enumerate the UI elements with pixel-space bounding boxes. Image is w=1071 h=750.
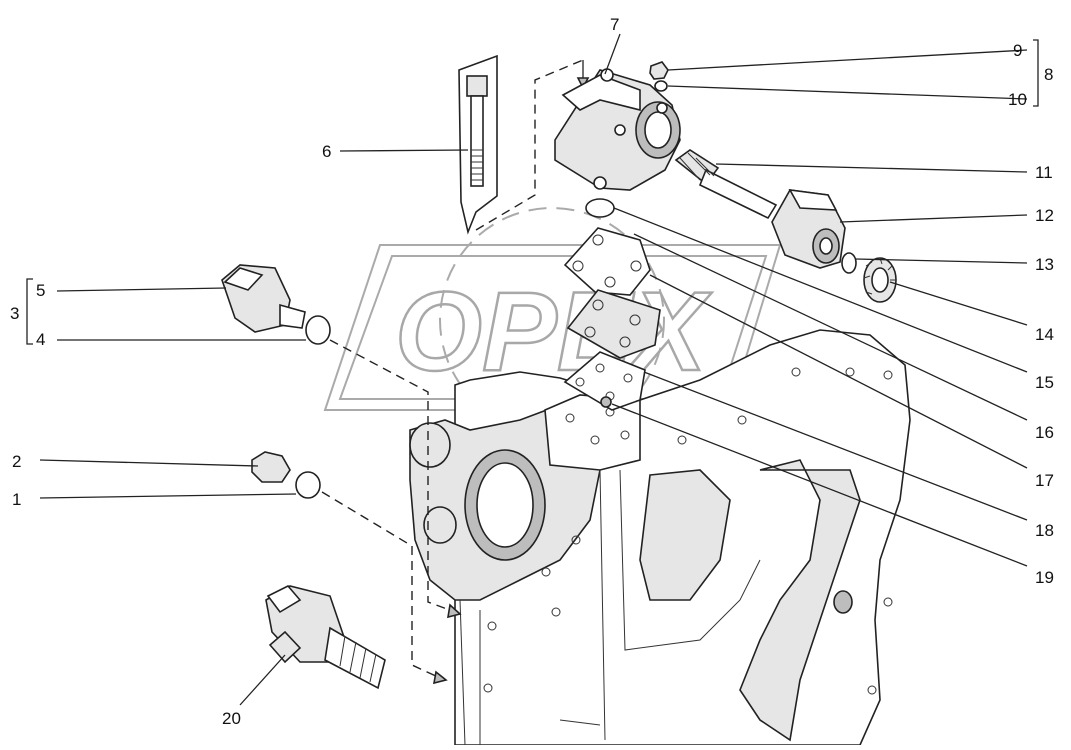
watermark-logo: OPEX — [323, 207, 782, 433]
watermark-text: OPEX — [395, 269, 713, 394]
callout-labels: 1 2 3 4 5 6 7 8 9 10 11 12 13 14 15 16 1… — [10, 15, 1054, 728]
callout-5: 5 — [36, 281, 45, 300]
part-20-solenoid-valve — [265, 585, 386, 690]
callout-10: 10 — [1008, 90, 1027, 109]
callout-17: 17 — [1035, 471, 1054, 490]
part-12-elbow — [771, 188, 846, 269]
part-10-seal-ring — [654, 80, 668, 92]
part-5-sensor — [221, 264, 306, 333]
callout-13: 13 — [1035, 255, 1054, 274]
part-4-dashed-path — [329, 339, 456, 613]
callout-9: 9 — [1013, 41, 1022, 60]
part-13-seal-ring — [841, 252, 857, 274]
transmission-housing — [409, 329, 911, 746]
part-16-gasket — [563, 227, 651, 296]
part-6-bolt — [458, 54, 498, 235]
part-1-dashed-path — [321, 491, 441, 679]
callout-19: 19 — [1035, 568, 1054, 587]
callout-2: 2 — [12, 452, 21, 471]
callout-4: 4 — [36, 330, 45, 349]
part-15-o-ring — [585, 198, 615, 218]
callout-12: 12 — [1035, 206, 1054, 225]
part-4-seal-ring — [305, 315, 331, 345]
part-6-dashed-path — [475, 59, 584, 231]
part-2-plug — [251, 451, 291, 483]
callout-3: 3 — [10, 304, 19, 323]
callout-7: 7 — [610, 15, 619, 34]
callout-16: 16 — [1035, 423, 1054, 442]
callout-18: 18 — [1035, 521, 1054, 540]
part-14-gear — [863, 257, 897, 303]
callout-14: 14 — [1035, 325, 1054, 344]
callout-20: 20 — [222, 709, 241, 728]
leader-lines — [26, 33, 1039, 706]
callout-15: 15 — [1035, 373, 1054, 392]
part-11-fitting — [674, 149, 778, 220]
part-9-plug — [649, 61, 669, 80]
part-7-valve-body — [554, 68, 681, 191]
part-1-seal-ring — [295, 471, 321, 499]
callout-11: 11 — [1035, 163, 1053, 182]
part-19-orifice — [600, 396, 612, 408]
callout-8: 8 — [1044, 65, 1053, 84]
callout-1: 1 — [12, 490, 21, 509]
callout-6: 6 — [322, 142, 331, 161]
part-17-plate — [566, 289, 661, 359]
